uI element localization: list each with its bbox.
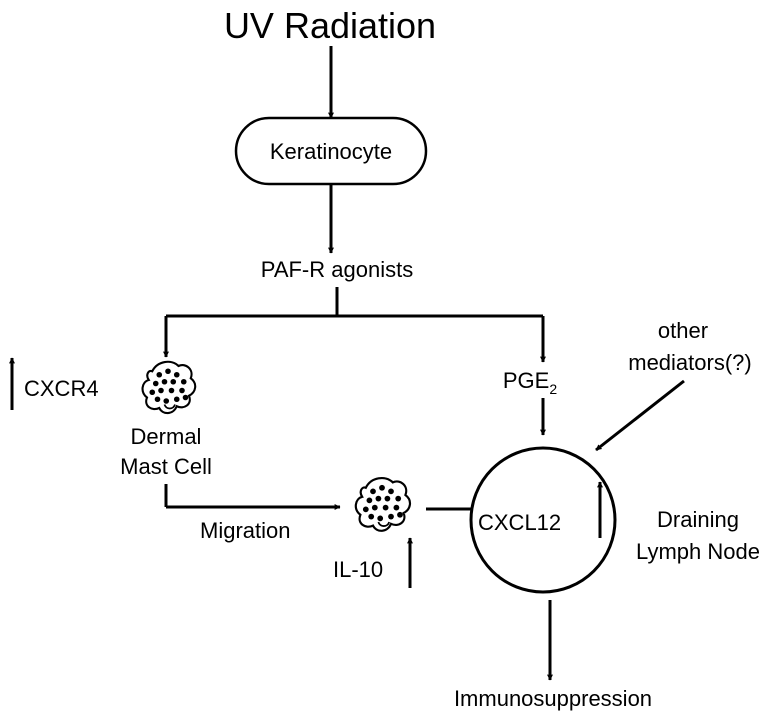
paf-r-agonists-label: PAF-R agonists	[261, 257, 413, 282]
mast-cell-label: Mast Cell	[120, 454, 212, 479]
pge2-subscript: 2	[549, 381, 557, 397]
keratinocyte-label: Keratinocyte	[270, 139, 392, 164]
mast-cell-icon	[141, 360, 197, 415]
other-label: other	[658, 318, 708, 343]
pge2-label: PGE2	[503, 368, 557, 397]
lymph-node-circle	[469, 446, 617, 594]
mediators-label: mediators(?)	[628, 350, 751, 375]
il-10-label: IL-10	[333, 557, 383, 582]
lymph-node-label: Lymph Node	[636, 539, 760, 564]
draining-label: Draining	[657, 507, 739, 532]
uv-radiation-label: UV Radiation	[224, 5, 436, 46]
immunosuppression-label: Immunosuppression	[454, 686, 652, 711]
mast-cell-icon	[354, 476, 412, 533]
pge2-base: PGE	[503, 368, 549, 393]
migration-label: Migration	[200, 518, 290, 543]
cxcr4-label: CXCR4	[24, 376, 99, 401]
cxcl12-label: CXCL12	[478, 510, 561, 535]
dermal-label: Dermal	[131, 424, 202, 449]
other-mediators-arrow	[595, 379, 685, 452]
